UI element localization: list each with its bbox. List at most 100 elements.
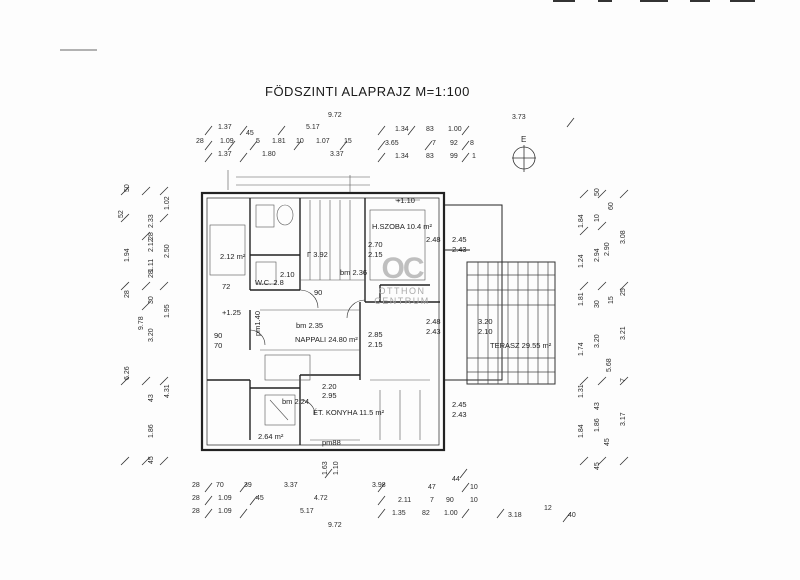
room-label-90a: 90 [314, 288, 323, 297]
room-label-70: 70 [214, 341, 223, 350]
dim-bottom: 40 [568, 512, 576, 519]
dim-top: 5.17 [306, 124, 320, 131]
dim-right: 45 [604, 438, 611, 446]
room-label-243c: 2.43 [452, 410, 467, 419]
dimension-ticks [204, 117, 575, 523]
dim-right: 2.90 [604, 242, 611, 256]
dim-bottom: 7 [430, 497, 434, 504]
dim-top: 7 [432, 140, 436, 147]
dim-right: 3.08 [620, 230, 627, 244]
dim-right: 3.20 [594, 334, 601, 348]
dim-left: 1.86 [148, 424, 155, 438]
dim-right: 1.24 [578, 254, 585, 268]
dim-right: 1.84 [578, 214, 585, 228]
room-label-210: 2.10 [478, 327, 493, 336]
dim-bottom: 1.10 [333, 461, 340, 475]
otthon-centrum-watermark: OC OTTHON CENTRUM [372, 252, 432, 306]
dim-bottom: 10 [470, 484, 478, 491]
dim-left: 1.02 [164, 196, 171, 210]
dim-right: 1.74 [578, 342, 585, 356]
room-label-pm88: pm88 [322, 438, 341, 447]
room-label-295: 2.95 [322, 391, 337, 400]
dim-bottom: 12 [544, 505, 552, 512]
dim-bottom: 3.18 [508, 512, 522, 519]
dim-left: 28 [124, 290, 131, 298]
room-label-wc: W.C. 2.8 [255, 278, 284, 287]
watermark-brand: OTTHON [378, 286, 426, 296]
interior-walls [207, 198, 440, 445]
dim-bottom-total: 9.72 [328, 522, 342, 529]
dim-bottom: 70 [216, 482, 224, 489]
dim-right: 7 [620, 378, 627, 382]
dim-top: 28 [196, 138, 204, 145]
watermark-logo-icon: OC [381, 252, 425, 285]
dim-left: 1.94 [124, 248, 131, 262]
room-label-90b: 90 [214, 331, 223, 340]
dim-left: 6.26 [124, 366, 131, 380]
dim-top: 45 [246, 130, 254, 137]
room-label-248b: 2.48 [426, 317, 441, 326]
room-label-243b: 2.43 [426, 327, 441, 336]
dim-right: 3.17 [620, 412, 627, 426]
dim-top: 1.37 [218, 124, 232, 131]
room-label-bm235: bm 2.35 [296, 321, 324, 330]
dim-top: 1 [472, 153, 476, 160]
dim-top: 8 [470, 140, 474, 147]
dim-top: 10 [296, 138, 304, 145]
dim-bottom: 3.98 [372, 482, 386, 489]
dim-left: 2.33 [148, 214, 155, 228]
dim-bottom: 47 [428, 484, 436, 491]
room-label-220: 2.20 [322, 382, 337, 391]
dim-right: 10 [594, 214, 601, 222]
dim-bottom: 3.37 [284, 482, 298, 489]
dim-bottom: 1.00 [444, 510, 458, 517]
room-label-270: 2.70 [368, 240, 383, 249]
dim-bottom: 90 [446, 497, 454, 504]
dim-right: 43 [594, 402, 601, 410]
room-label-243: 2.43 [452, 245, 467, 254]
dim-top: 1.80 [262, 151, 276, 158]
door-swings [249, 289, 366, 416]
room-label-210b: 2.10 [280, 270, 295, 279]
dim-left: 2.50 [164, 244, 171, 258]
porch-outline [443, 204, 503, 381]
room-label-72: 72 [222, 282, 231, 291]
dim-bottom: 28 [192, 508, 200, 515]
dim-top: 1.09 [220, 138, 234, 145]
dim-top: 1.00 [448, 126, 462, 133]
plan-title: FÖDSZINTI ALAPRAJZ M=1:100 [265, 84, 470, 99]
dim-top: 3.37 [330, 151, 344, 158]
dim-top: 1.07 [316, 138, 330, 145]
room-label-264: 2.64 m² [258, 432, 284, 441]
dim-top: 92 [450, 140, 458, 147]
room-label-392: Γ 3.92 [307, 250, 328, 259]
dim-bottom: 5.17 [300, 508, 314, 515]
dim-top: 83 [426, 126, 434, 133]
room-label-bm224: bm 2.24 [282, 397, 310, 406]
dim-top: 1.37 [218, 151, 232, 158]
dim-left: 1.11 [148, 258, 155, 272]
room-label-245b: 2.45 [452, 400, 467, 409]
dim-bottom: 10 [470, 497, 478, 504]
furniture-lines [209, 170, 430, 441]
dim-bottom: 44 [452, 476, 460, 483]
dim-right: 45 [594, 462, 601, 470]
room-label-pm140: pm1.40 [253, 310, 262, 336]
room-label-bm236: bm 2.36 [340, 268, 368, 277]
dim-top: 99 [450, 153, 458, 160]
dim-left: 50 [124, 184, 131, 192]
dim-bottom: 1.35 [392, 510, 406, 517]
room-label-plus110: +1.10 [396, 196, 415, 205]
dim-right: 15 [608, 296, 615, 304]
dim-bottom: 82 [422, 510, 430, 517]
room-label-terasz: TERASZ 29.55 m² [490, 341, 552, 350]
dim-left: 1.95 [164, 304, 171, 318]
room-label-245: 2.45 [452, 235, 467, 244]
dim-top: 15 [344, 138, 352, 145]
dim-bottom: 45 [256, 495, 264, 502]
terrace-slats [467, 262, 555, 384]
dim-bottom: 28 [192, 482, 200, 489]
room-label-etkonyha: ÉT. KONYHA 11.5 m² [313, 408, 385, 417]
dim-right: 3.21 [620, 326, 627, 340]
